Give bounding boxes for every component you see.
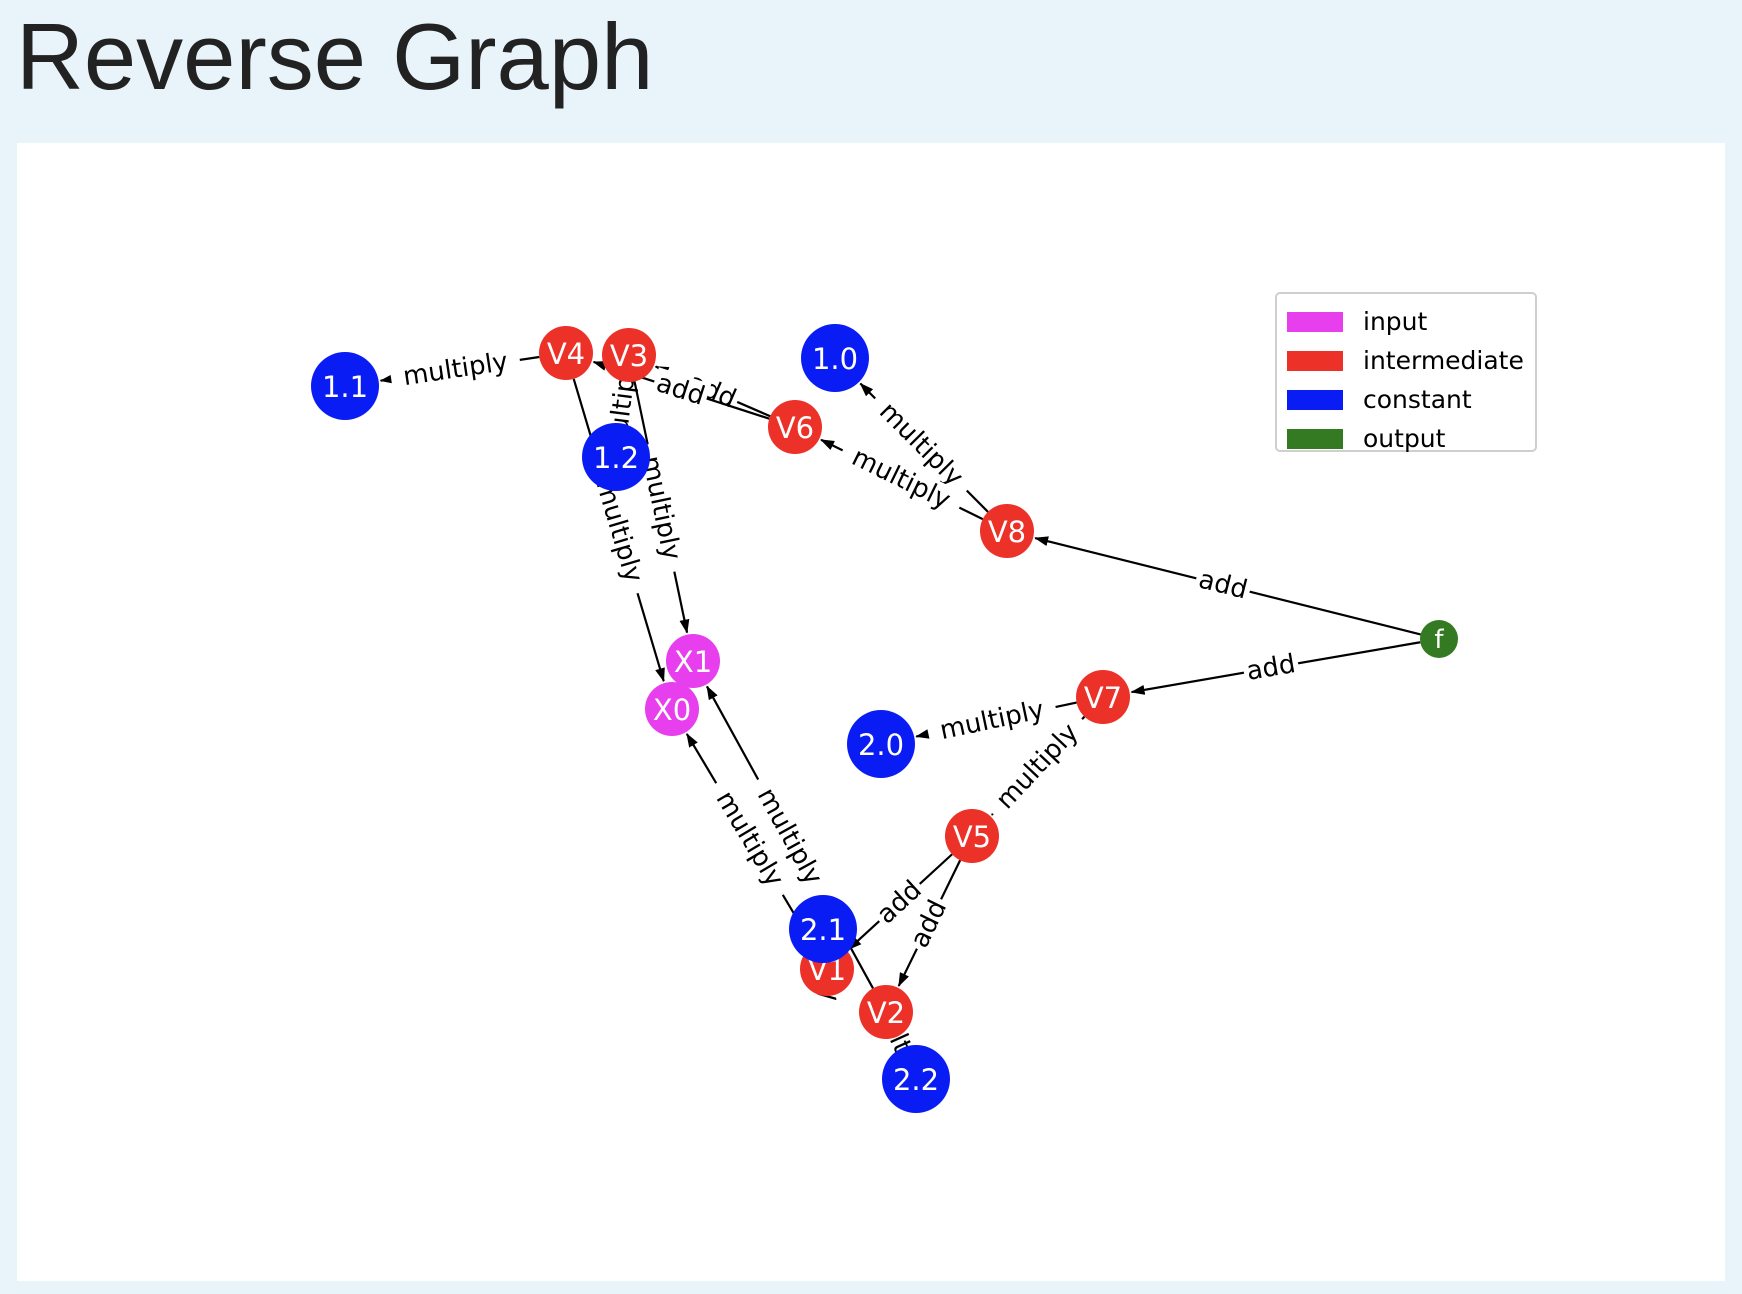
edge-label-bg-V4-to-c1_1 (388, 345, 523, 394)
node-c1_2 (582, 423, 650, 491)
edge-label-bg-V5-to-V2 (903, 892, 955, 956)
legend-item-intermediate: intermediate (1277, 341, 1535, 380)
node-c1_1 (311, 352, 379, 420)
edge-label-bg-f-to-V8 (1192, 563, 1254, 607)
node-f (1420, 620, 1458, 658)
node-V5 (945, 809, 999, 863)
node-V2 (859, 985, 913, 1039)
legend-label-constant: constant (1363, 385, 1472, 414)
node-label-c2_2: 2.2 (893, 1063, 939, 1097)
node-label-V5: V5 (953, 820, 991, 854)
reverse-graph-diagram: addaddmultiplymultiplymultiplymultiplyad… (311, 324, 1458, 1113)
node-V7 (1076, 670, 1130, 724)
legend-label-input: input (1363, 307, 1428, 336)
legend: input intermediate constant output (1275, 292, 1537, 453)
edge-label-f-to-V7: add (1244, 649, 1297, 687)
node-label-c1_0: 1.0 (812, 342, 858, 376)
node-label-c1_1: 1.1 (322, 370, 368, 404)
node-label-V7: V7 (1084, 681, 1122, 715)
node-label-V8: V8 (988, 515, 1026, 549)
node-c2_1 (789, 895, 857, 963)
node-label-X0: X0 (653, 693, 691, 727)
edge-label-bg-V8-to-V6 (836, 436, 966, 522)
node-c2_2 (882, 1045, 950, 1113)
node-label-V2: V2 (867, 996, 905, 1030)
page-title: Reverse Graph (16, 4, 654, 109)
edge-label-bg-V8-to-c1_0 (864, 387, 978, 502)
legend-label-intermediate: intermediate (1363, 346, 1524, 375)
legend-swatch-intermediate (1287, 350, 1343, 371)
node-X1 (666, 634, 720, 688)
node-label-c2_1: 2.1 (800, 913, 846, 947)
node-X0 (645, 682, 699, 736)
legend-item-constant: constant (1277, 380, 1535, 419)
edge-label-bg-V2-to-X1 (745, 772, 834, 901)
node-label-V6: V6 (776, 411, 814, 445)
node-label-f: f (1434, 625, 1444, 655)
edge-label-bg-V5-to-V1 (869, 872, 930, 933)
node-V4 (539, 326, 593, 380)
node-label-V3: V3 (610, 339, 648, 373)
node-V6 (768, 400, 822, 454)
node-c1_0 (801, 324, 869, 392)
node-label-c1_2: 1.2 (593, 441, 639, 475)
edge-label-V4-to-X0: multiply (590, 476, 649, 586)
edge-label-f-to-V8: add (1196, 565, 1251, 606)
legend-swatch-output (1287, 428, 1343, 449)
edge-label-V4-to-c1_1: multiply (401, 347, 510, 392)
edge-label-bg-V6-to-V4 (649, 367, 712, 413)
edge-label-bg-V6-to-V3 (680, 366, 744, 416)
edge-label-bg-V1-to-X0 (703, 775, 796, 903)
node-c2_0 (847, 710, 915, 778)
legend-item-output: output (1277, 419, 1535, 458)
node-V3 (602, 328, 656, 382)
node-label-V4: V4 (547, 337, 585, 371)
node-label-c2_0: 2.0 (858, 728, 904, 762)
edge-label-bg-f-to-V7 (1241, 648, 1301, 688)
edge-label-bg-V7-to-V5 (982, 708, 1093, 825)
legend-swatch-input (1287, 311, 1343, 332)
edge-label-bg-V3-to-X1 (633, 441, 689, 575)
edge-label-V7-to-c2_0: multiply (937, 695, 1046, 746)
legend-item-input: input (1277, 302, 1535, 341)
legend-label-output: output (1363, 424, 1446, 453)
legend-swatch-constant (1287, 389, 1343, 410)
edge-label-bg-V4-to-X0 (586, 464, 652, 598)
node-V8 (980, 504, 1034, 558)
node-label-X1: X1 (674, 645, 712, 679)
edge-label-bg-V7-to-c2_0 (925, 692, 1059, 749)
